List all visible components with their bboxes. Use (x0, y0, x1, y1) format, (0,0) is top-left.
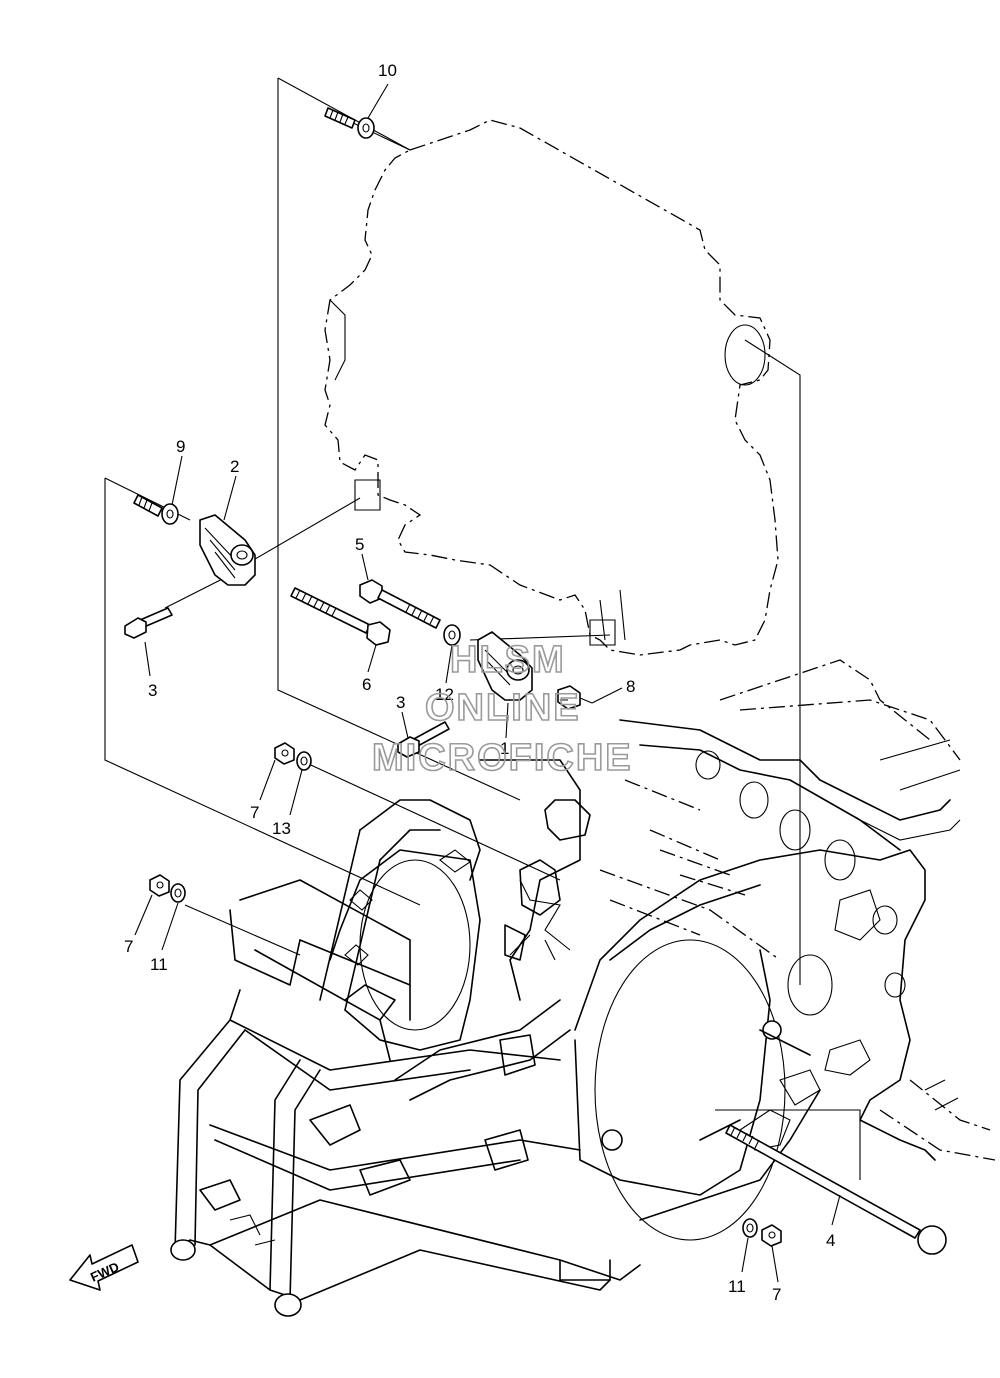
callout-10: 10 (378, 61, 397, 80)
reference-lines (104, 77, 861, 1180)
nut-7-bottom[interactable] (761, 1224, 782, 1247)
callout-6: 6 (362, 675, 371, 694)
watermark: HLSM ONLINE MICROFICHE (371, 638, 633, 780)
callout-4: 4 (826, 1231, 835, 1250)
callout-1: 1 (500, 739, 509, 758)
bolt-3-left[interactable] (124, 607, 173, 639)
washer-11-left[interactable] (170, 883, 186, 903)
flange-bolt-9[interactable] (133, 494, 179, 525)
callout-9: 9 (176, 437, 185, 456)
callout-11-bottom: 11 (728, 1277, 746, 1296)
callout-3-right: 3 (396, 693, 405, 712)
flange-bolt-10[interactable] (324, 107, 375, 139)
engine-phantom-outline (324, 119, 779, 656)
callout-3-left: 3 (148, 681, 157, 700)
forward-direction-arrow: FWD (69, 1244, 139, 1291)
callout-12: 12 (435, 685, 454, 704)
callout-11-left: 11 (150, 955, 168, 974)
callout-13: 13 (272, 819, 291, 838)
watermark-line-1: HLSM (450, 639, 566, 681)
washer-11-bottom[interactable] (742, 1218, 758, 1238)
washer-13[interactable] (296, 751, 312, 771)
callout-2: 2 (230, 457, 239, 476)
callout-labels: 10 9 2 3 5 6 12 8 3 1 7 13 7 11 4 11 7 (124, 61, 835, 1304)
nut-7-upper[interactable] (274, 742, 295, 765)
through-bolt-4[interactable] (725, 1124, 947, 1255)
nut-7-left[interactable] (149, 874, 170, 897)
leader-lines (134, 83, 841, 1283)
engine-mount-bracket-right[interactable] (477, 631, 533, 701)
long-bolt-5[interactable] (359, 579, 441, 629)
callout-8: 8 (626, 677, 635, 696)
nut-8[interactable] (557, 685, 593, 710)
callout-7-bottom: 7 (772, 1285, 781, 1304)
callout-5: 5 (355, 535, 364, 554)
long-bolt-6[interactable] (290, 587, 391, 646)
frame-chassis (170, 659, 996, 1317)
callout-7-upper: 7 (250, 803, 259, 822)
watermark-line-2: ONLINE (425, 687, 581, 729)
callout-7-left: 7 (124, 937, 133, 956)
bolt-3-right[interactable] (397, 721, 450, 758)
engine-mount-bracket-left[interactable] (199, 514, 256, 586)
watermark-line-3: MICROFICHE (372, 737, 633, 779)
